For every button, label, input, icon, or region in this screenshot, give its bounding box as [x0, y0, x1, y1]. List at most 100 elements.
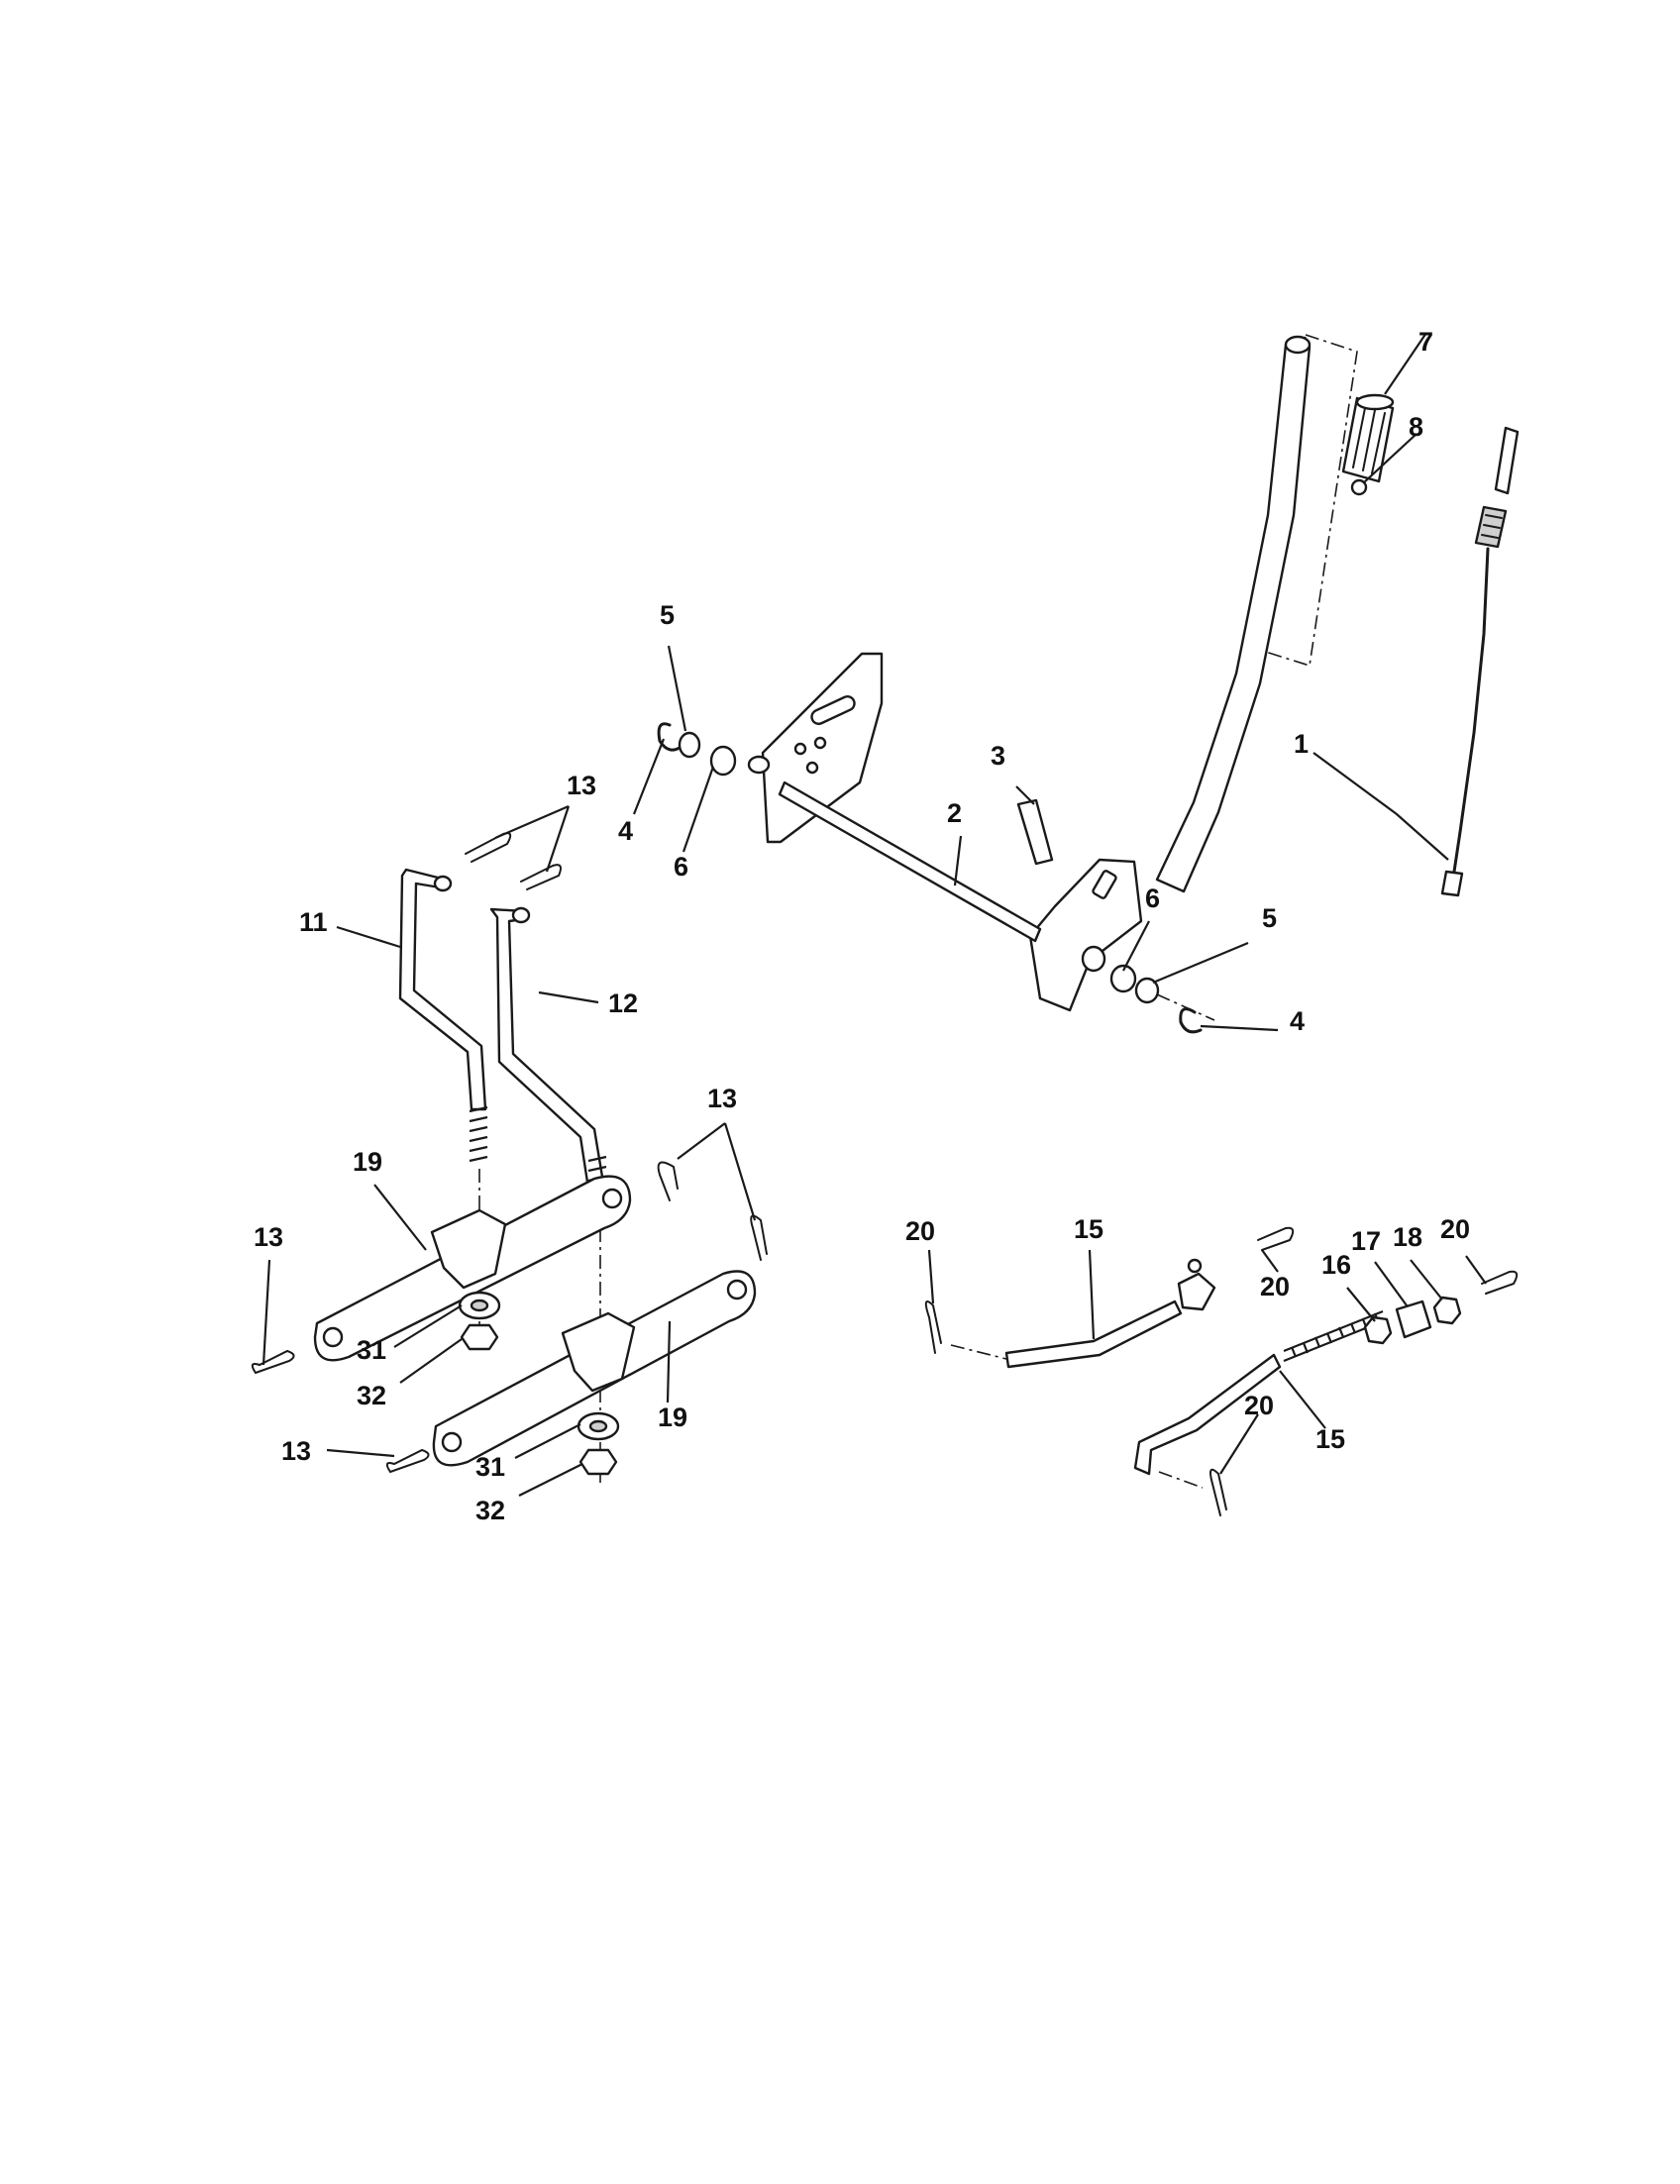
rod-lower-thread	[1290, 1312, 1381, 1358]
leader-15a	[1088, 1249, 1096, 1340]
callout-20-right: 20	[1440, 1214, 1470, 1244]
leader-2	[953, 835, 963, 886]
callout-16: 16	[1321, 1250, 1351, 1280]
arm-lower-hole-left	[441, 1431, 463, 1453]
leader-32b	[518, 1463, 583, 1497]
leader-13d	[326, 1448, 395, 1458]
rod-upper-block	[1177, 1272, 1216, 1311]
leader-20b	[1261, 1249, 1279, 1273]
link-11-thread	[469, 1105, 488, 1163]
rod-upper-pin	[1187, 1258, 1203, 1274]
callout-6-right: 6	[1145, 884, 1160, 913]
leader-20c	[1465, 1255, 1487, 1285]
hairpin-clip-top-2	[520, 864, 562, 890]
callout-6-left: 6	[674, 852, 688, 882]
lift-lever-arm	[1155, 343, 1312, 893]
callout-20-bottom: 20	[1244, 1391, 1274, 1420]
callout-17: 17	[1351, 1226, 1381, 1256]
leader-19b	[666, 1320, 672, 1404]
lift-lever-assembly	[1028, 333, 1358, 1012]
leader-18	[1410, 1259, 1443, 1300]
callout-1: 1	[1294, 729, 1309, 759]
bushing-right-inner	[1081, 945, 1106, 973]
callout-11: 11	[299, 907, 328, 937]
callout-7: 7	[1418, 327, 1433, 357]
rod-upper-body	[1004, 1300, 1183, 1369]
washer-right	[1134, 977, 1160, 1004]
leader-31a	[393, 1304, 463, 1348]
callout-4-left: 4	[618, 816, 633, 846]
callout-19-lower: 19	[658, 1403, 687, 1432]
leader-3	[1015, 785, 1035, 805]
callout-4-right: 4	[1290, 1006, 1305, 1036]
cotter-pin-1	[924, 1300, 942, 1354]
link-11-end	[433, 875, 453, 892]
link-12-end	[511, 906, 531, 924]
adjust-rod-lower	[1133, 1309, 1384, 1489]
lift-link-11	[398, 868, 488, 1163]
arm-hardware-upper	[458, 1291, 501, 1351]
spring-coils	[1481, 514, 1503, 539]
plate-hole-2	[813, 736, 827, 750]
leader-12	[538, 990, 599, 1004]
grip-insert	[1350, 478, 1368, 496]
cotter-pins	[924, 1226, 1519, 1516]
cotter-pin-4	[1209, 1468, 1227, 1516]
callout-15-upper: 15	[1074, 1214, 1103, 1244]
lever-tube-end	[1284, 335, 1312, 355]
grip-body	[1341, 396, 1395, 483]
arm-upper-hole-left	[322, 1326, 344, 1348]
washer-31-lower-hole	[588, 1419, 608, 1433]
arm-lower-boss	[561, 1311, 636, 1393]
cotter-pin-2	[1257, 1226, 1295, 1251]
right-shaft-hardware	[1081, 945, 1215, 1034]
axis-line-right	[1156, 993, 1215, 1021]
leader-5b	[1152, 941, 1249, 985]
pivot-plate-assembly	[747, 652, 1042, 943]
callout-20-left: 20	[905, 1216, 935, 1246]
leader-31b	[514, 1423, 581, 1459]
lift-shaft	[778, 780, 1042, 943]
grip-top	[1355, 393, 1395, 411]
arm-hardware-lower	[577, 1411, 620, 1476]
hairpin-clip-arm-4	[385, 1448, 430, 1474]
leader-19a	[373, 1184, 427, 1251]
trunnion-block-17	[1395, 1300, 1432, 1339]
callout-31-upper: 31	[357, 1335, 386, 1365]
arm-lower-hole-right	[726, 1279, 748, 1300]
callout-13-arms: 13	[707, 1084, 737, 1113]
bushing-right	[1109, 964, 1137, 993]
callout-5-right: 5	[1262, 903, 1277, 933]
washer-31-upper-hole	[470, 1299, 489, 1312]
rod-lower-body	[1133, 1353, 1282, 1476]
leader-1	[1312, 752, 1449, 861]
callout-8: 8	[1409, 412, 1423, 442]
leader-6b	[1122, 920, 1150, 972]
jam-nut-16	[1363, 1315, 1393, 1345]
arm-upper-boss	[430, 1208, 507, 1290]
nut-32-upper	[460, 1323, 499, 1351]
callout-3: 3	[991, 741, 1005, 771]
roll-pin	[1016, 798, 1054, 866]
plate-slot	[810, 695, 856, 725]
plate-hole-1	[793, 742, 807, 756]
lift-cable	[1440, 426, 1520, 897]
arm-upper-hole-right	[601, 1188, 623, 1209]
callout-13-bottom: 13	[281, 1436, 311, 1466]
lift-arm-lower	[432, 1270, 757, 1467]
axis-line-rod-lower	[1158, 1471, 1204, 1489]
leader-16	[1346, 1287, 1376, 1322]
callout-13-top: 13	[567, 771, 596, 800]
hairpin-clip-arm-3	[251, 1349, 295, 1375]
lift-link-12	[489, 906, 607, 1222]
leader-17	[1374, 1261, 1408, 1306]
cotter-pin-3	[1481, 1270, 1519, 1295]
bracket-slot	[1092, 870, 1117, 899]
lock-nut-18	[1432, 1296, 1462, 1325]
leader-5a	[667, 645, 687, 732]
leader-13c	[262, 1259, 271, 1366]
leader-32a	[399, 1338, 463, 1384]
bushing-left	[709, 745, 737, 777]
e-clip-right	[1179, 1007, 1203, 1034]
phantom-handle-outline	[1255, 333, 1358, 668]
